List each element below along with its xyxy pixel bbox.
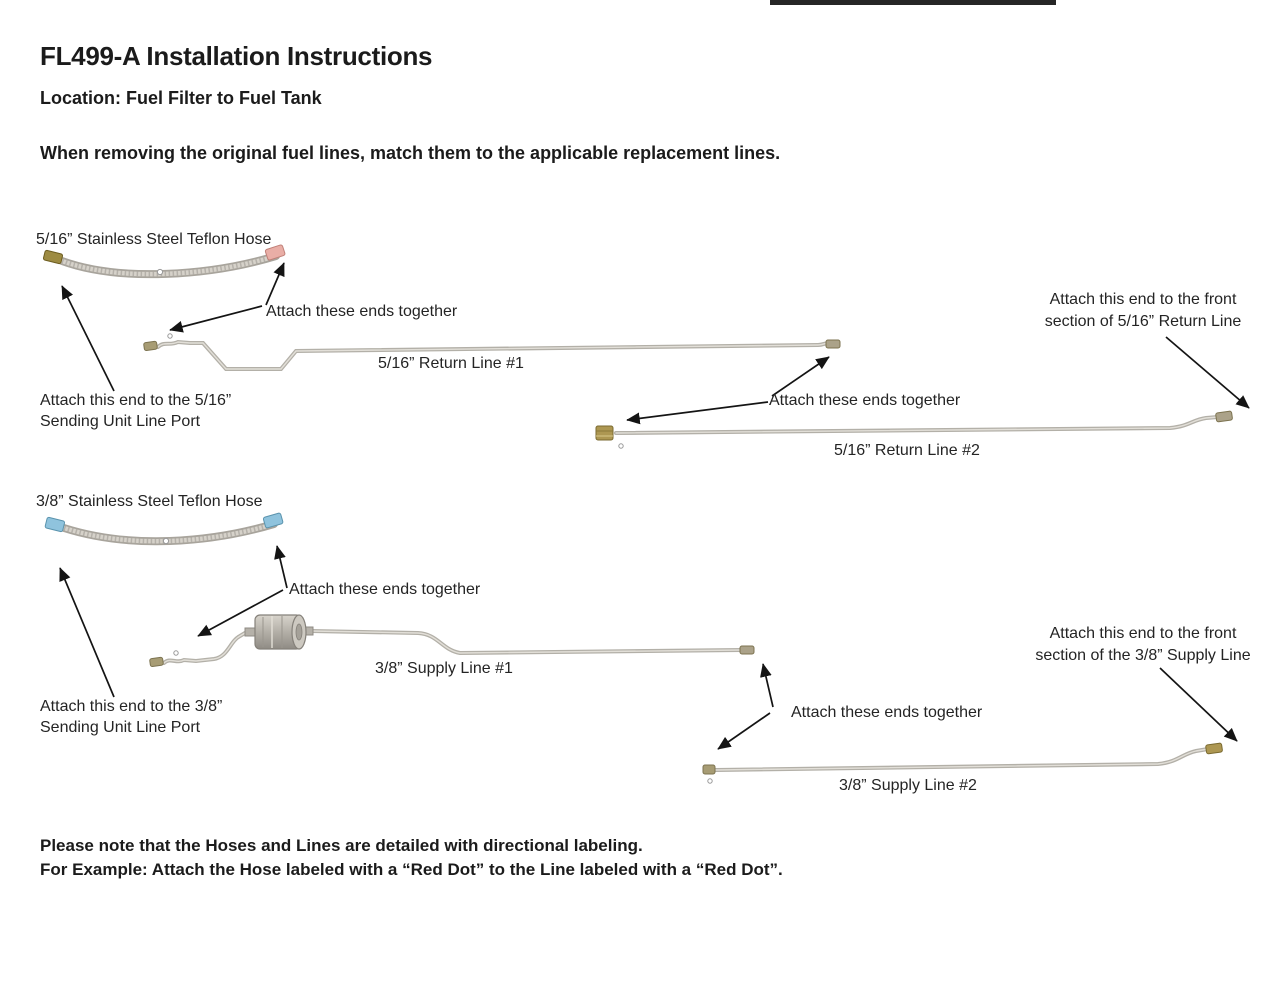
return-line-2-graphic xyxy=(595,410,1233,449)
hose-38-graphic xyxy=(44,512,284,546)
arrow-returnline2-right-end xyxy=(1165,336,1250,409)
arrow-hose38-left-end xyxy=(59,567,115,698)
arrow-supplyline1-right-end xyxy=(760,663,774,708)
label-supply-line-1: 3/8” Supply Line #1 xyxy=(375,660,513,677)
arrow-returnline1-left-end xyxy=(169,305,263,333)
location-subtitle: Location: Fuel Filter to Fuel Tank xyxy=(40,88,322,108)
hose-38-right-fitting xyxy=(262,512,284,529)
hose-38-left-fitting xyxy=(44,516,66,533)
arrow-returnline1-right-end xyxy=(771,356,830,397)
footer-note-line-2: For Example: Attach the Hose labeled wit… xyxy=(40,860,783,879)
supply-line-1-graphic xyxy=(149,614,755,668)
fuel-filter-graphic xyxy=(244,614,314,650)
arrow-hose38-right-end xyxy=(274,545,288,589)
annotation-attach-ends-3: Attach these ends together xyxy=(289,581,481,598)
intro-text: When removing the original fuel lines, m… xyxy=(40,143,781,163)
annotation-516-front-section: Attach this end to the front section of … xyxy=(1044,291,1242,330)
return-line-2-brass-nut xyxy=(595,425,614,441)
supply-line-1-right-fitting xyxy=(739,645,755,655)
label-supply-line-2: 3/8” Supply Line #2 xyxy=(839,777,977,794)
arrow-hose516-right-end xyxy=(265,262,285,306)
arrow-hose516-left-end xyxy=(61,285,115,392)
arrow-supplyline1-left-end xyxy=(197,589,284,637)
return-line-2-right-fitting xyxy=(1215,410,1233,423)
supply-line-2-left-fitting xyxy=(702,764,716,775)
supply-line-2-graphic xyxy=(702,742,1223,784)
annotation-attach-ends-1: Attach these ends together xyxy=(266,303,458,320)
hose-516-graphic xyxy=(42,244,286,279)
arrow-returnline2-left-end xyxy=(626,401,769,425)
label-hose-38: 3/8” Stainless Steel Teflon Hose xyxy=(36,493,263,510)
arrow-supplyline2-left-end xyxy=(717,712,771,750)
return-line-1-right-fitting xyxy=(825,339,841,349)
top-border-bar xyxy=(770,0,1056,5)
annotation-attach-ends-2: Attach these ends together xyxy=(769,392,961,409)
footer-note-line-1: Please note that the Hoses and Lines are… xyxy=(40,836,643,855)
supply-line-1-left-fitting xyxy=(149,656,164,668)
arrow-supplyline2-right-end xyxy=(1159,667,1238,742)
annotation-38-sending-port: Attach this end to the 3/8” Sending Unit… xyxy=(40,698,223,736)
hose-516-red-dot-fitting xyxy=(264,244,286,261)
annotation-38-front-section: Attach this end to the front section of … xyxy=(1035,625,1251,664)
page-title: FL499-A Installation Instructions xyxy=(40,41,433,71)
hose-516-left-fitting xyxy=(42,249,64,265)
return-line-1-left-fitting xyxy=(143,340,158,352)
label-return-line-2: 5/16” Return Line #2 xyxy=(834,442,980,459)
label-return-line-1: 5/16” Return Line #1 xyxy=(378,355,524,372)
return-line-1-graphic xyxy=(143,333,841,371)
annotation-attach-ends-4: Attach these ends together xyxy=(791,704,983,721)
annotation-516-sending-port: Attach this end to the 5/16” Sending Uni… xyxy=(40,392,232,430)
supply-line-2-right-fitting xyxy=(1205,742,1223,755)
label-hose-516: 5/16” Stainless Steel Teflon Hose xyxy=(36,231,272,248)
